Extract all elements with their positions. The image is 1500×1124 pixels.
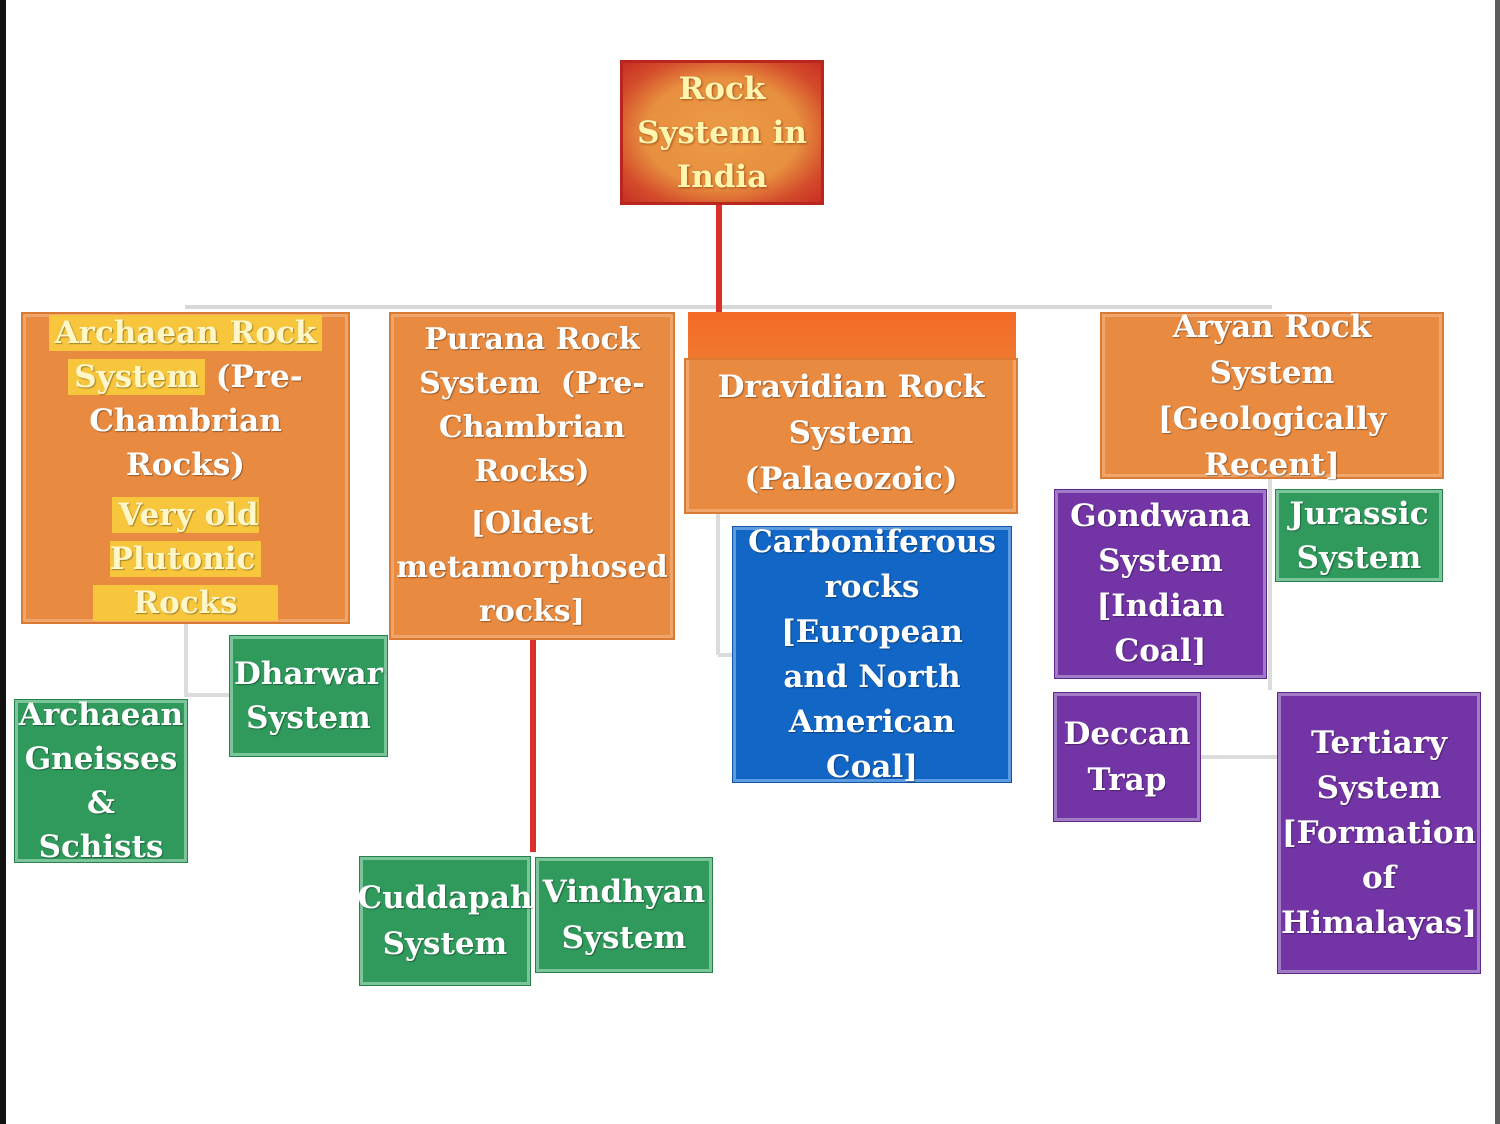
deccan-line-1: Deccan [1063,716,1191,752]
carboniferous-line-4: American Coal] [788,703,956,785]
gneisses-line-1: Archaean [18,697,184,733]
purana-line-3: Chambrian [438,410,626,445]
jurassic-line-1: Jurassic [1289,495,1429,532]
root-line-1: Rock [678,70,766,107]
vindhyan-line-1: Vindhyan [542,874,706,910]
deccan-line-2: Trap [1087,762,1167,798]
archaean-sub-line-1: Very old Plutonic [32,493,339,581]
node-purana-rock-system: Purana Rock System (Pre- Chambrian Rocks… [391,314,673,638]
carboniferous-line-3: and North [783,658,961,695]
dharwar-line-1: Dharwar [234,656,383,692]
node-jurassic-system: Jurassic System [1276,490,1442,581]
cuddapah-line-2: System [382,926,508,962]
node-tertiary-system: Tertiary System [Formation of Himalayas] [1278,693,1480,973]
gneisses-line-2: Gneisses [24,741,178,777]
archaean-line-1: Archaean Rock [48,311,323,355]
aryan-line-1: Aryan Rock System [1172,308,1372,391]
right-edge-border [1495,0,1500,1124]
archaean-line-2: System (Pre- [68,355,303,399]
tertiary-line-5: Himalayas] [1280,904,1478,941]
carboniferous-line-2: rocks [European [781,568,963,650]
root-line-3: India [676,158,768,195]
tertiary-line-4: of [1361,859,1396,896]
node-dravidian-rock-system: Dravidian Rock System (Palaeozoic) [686,360,1016,512]
gondwana-line-1: Gondwana [1070,498,1251,534]
dravidian-line-1: Dravidian Rock [717,369,985,405]
dravidian-line-2: System (Palaeozoic) [744,415,958,497]
node-deccan-trap: Deccan Trap [1054,693,1200,821]
jurassic-line-2: System [1296,539,1422,576]
node-aryan-rock-system: Aryan Rock System [Geologically Recent] [1102,309,1442,483]
purana-line-2: System (Pre- [419,366,645,401]
gondwana-line-3: [Indian Coal] [1096,588,1225,669]
dravidian-header-band [688,312,1016,362]
tertiary-line-2: System [1316,769,1442,806]
node-archaean-rock-system: Archaean Rock System (Pre- Chambrian Roc… [23,314,348,622]
cuddapah-line-1: Cuddapah [357,880,533,916]
node-dharwar-system: Dharwar System [230,636,387,756]
root-node-rock-system-in-india: Rock System in India [620,60,824,205]
dharwar-line-2: System [246,700,371,736]
left-edge-border [0,0,6,1124]
carboniferous-line-1: Carboniferous [748,523,996,560]
archaean-line-3: Chambrian Rocks) [89,403,282,483]
root-line-2: System in [637,114,807,151]
purana-line-4: Rocks) [474,454,590,489]
archaean-sub-line-2: Rocks [93,581,278,625]
node-vindhyan-system: Vindhyan System [536,858,712,972]
tertiary-line-1: Tertiary [1310,724,1448,761]
node-carboniferous-rocks: Carboniferous rocks [European and North … [733,524,1011,785]
node-cuddapah-system: Cuddapah System [357,857,533,985]
purana-line-1: Purana Rock [424,322,640,357]
gondwana-line-2: System [1098,543,1223,579]
gneisses-line-3: & Schists [38,785,164,865]
aryan-line-2: [Geologically Recent] [1158,400,1386,483]
purana-line-6: metamorphosed [396,550,668,585]
vindhyan-line-2: System [561,920,687,956]
node-gondwana-system: Gondwana System [Indian Coal] [1055,490,1266,678]
purana-line-5: [Oldest [470,506,594,541]
node-archaean-gneisses-schists: Archaean Gneisses & Schists [15,697,187,865]
purana-line-7: rocks] [479,594,585,629]
tertiary-line-3: [Formation [1281,814,1477,851]
